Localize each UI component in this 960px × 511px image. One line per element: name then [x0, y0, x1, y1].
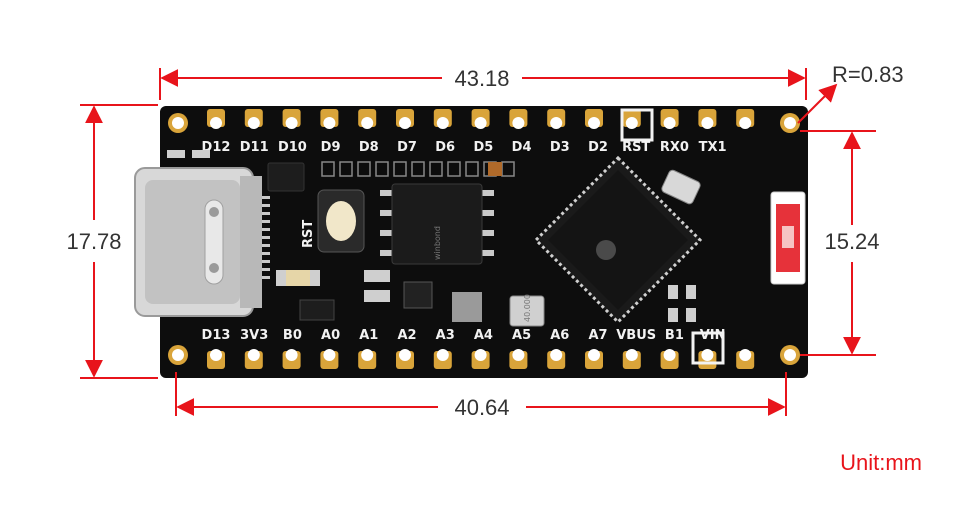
- pin-label: RX0: [660, 140, 689, 155]
- pin-label: D9: [321, 140, 341, 155]
- pin-hole: [588, 117, 600, 129]
- pin-hole: [247, 117, 260, 129]
- pin-label: A1: [359, 328, 378, 343]
- pin-hole: [361, 349, 374, 361]
- pin-hole: [323, 349, 336, 361]
- pin-hole: [474, 349, 487, 361]
- pin-hole: [361, 117, 374, 129]
- oscillator: [661, 169, 701, 205]
- pin-label: B1: [665, 328, 684, 343]
- pin-hole: [701, 349, 714, 361]
- top-pin-header: [207, 109, 755, 129]
- reset-button: RST: [301, 189, 365, 253]
- silk-box-rst: [620, 108, 654, 142]
- pin-label: D4: [512, 140, 532, 155]
- pin-hole: [701, 117, 714, 129]
- pin-label: D6: [435, 140, 455, 155]
- pin-label: A5: [512, 328, 531, 343]
- pin-hole: [550, 349, 563, 361]
- unit-note: Unit:mm: [840, 450, 922, 475]
- pin-hole: [474, 117, 487, 129]
- pin-hole: [285, 117, 298, 129]
- pin-label: D5: [473, 140, 493, 155]
- pin-hole: [399, 117, 411, 129]
- dimension-pin-row-spacing: 15.24: [824, 229, 879, 254]
- small-component: [364, 270, 390, 282]
- pin-hole: [436, 117, 449, 129]
- pin-label: RST: [622, 140, 650, 155]
- flash-chip: winbond: [380, 183, 494, 265]
- pin-label: D13: [202, 328, 231, 343]
- usb-pins: [262, 196, 270, 279]
- pin-label: D2: [588, 140, 608, 155]
- pin-hole: [663, 349, 676, 361]
- pin-label: TX1: [699, 140, 727, 155]
- pin-label: 3V3: [240, 328, 268, 343]
- pin-label: D7: [397, 140, 417, 155]
- usb-c-connector: [134, 167, 262, 317]
- pin-label: VBUS: [616, 328, 656, 343]
- pin-hole: [588, 349, 600, 361]
- pin-label: D11: [240, 140, 269, 155]
- crystal-label: 40.000: [523, 294, 532, 322]
- silk-box-vin: [691, 331, 725, 365]
- dimension-lines: [80, 68, 876, 416]
- dimension-top-width: 43.18: [454, 66, 509, 91]
- pin-hole: [512, 349, 525, 361]
- pin-hole: [323, 117, 336, 129]
- pin-hole: [210, 117, 222, 129]
- pin-hole: [663, 117, 676, 129]
- pin-hole: [399, 349, 411, 361]
- dimension-corner-radius: R=0.83: [832, 62, 904, 87]
- dimension-pin-span: 40.64: [454, 395, 509, 420]
- inductor: [452, 292, 482, 322]
- pin-hole: [285, 349, 298, 361]
- dimension-board-height: 17.78: [66, 229, 121, 254]
- pin-hole: [625, 349, 638, 361]
- capacitor: [284, 270, 312, 286]
- crystal: 40.000: [509, 294, 545, 327]
- pin-hole: [739, 349, 752, 361]
- esp32-chip: [533, 155, 703, 325]
- pin-hole: [550, 117, 563, 129]
- pin-hole: [247, 349, 260, 361]
- small-ic: [403, 281, 433, 309]
- regulator-chip: [267, 162, 305, 192]
- pin-hole: [436, 349, 449, 361]
- pin-label: D10: [278, 140, 307, 155]
- pin-label: B0: [283, 328, 302, 343]
- pin-label: A3: [436, 328, 455, 343]
- reset-button-label: RST: [301, 220, 316, 248]
- pin-label: A7: [588, 328, 607, 343]
- pin-hole: [210, 349, 222, 361]
- pin-label: A0: [321, 328, 340, 343]
- pin-label: A4: [474, 328, 493, 343]
- pin-label: D8: [359, 140, 379, 155]
- rgb-led: [770, 191, 806, 285]
- pin-label: A2: [397, 328, 416, 343]
- pin-hole: [625, 117, 638, 129]
- pin-label: A6: [550, 328, 569, 343]
- bottom-pin-header: [207, 349, 755, 369]
- pin-hole: [512, 117, 525, 129]
- pin-hole: [739, 117, 752, 129]
- pin-label: D3: [550, 140, 570, 155]
- flash-chip-brand: winbond: [433, 226, 442, 260]
